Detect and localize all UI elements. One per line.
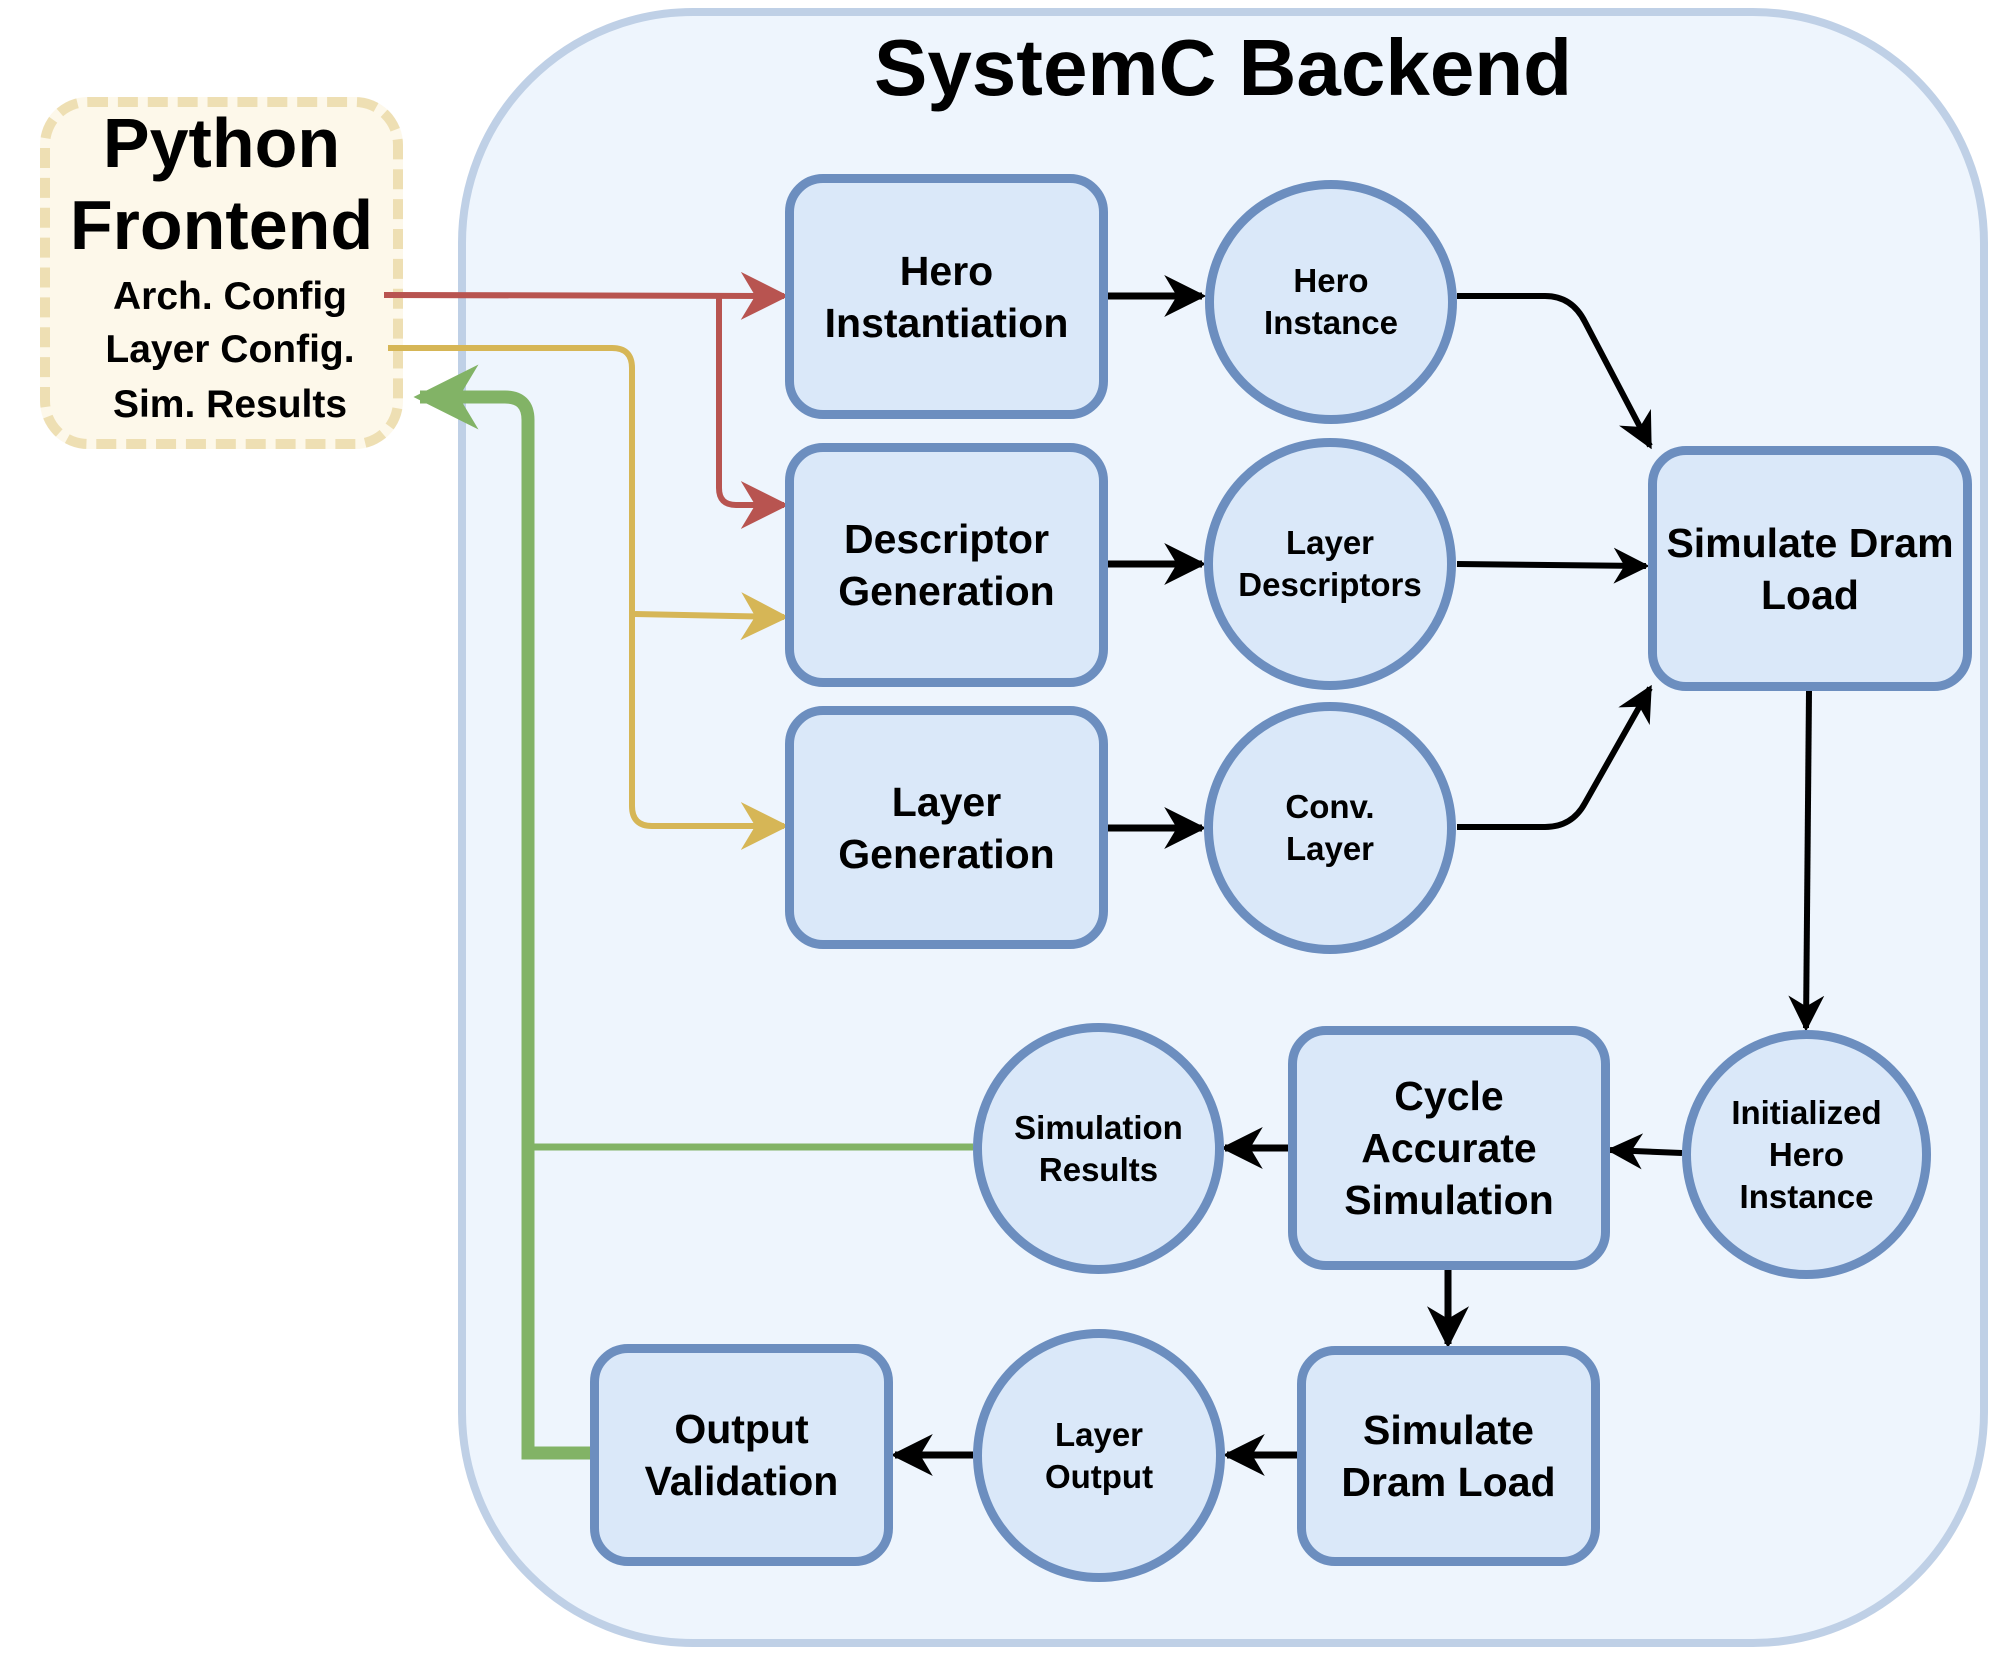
- node-cycle-accurate-simulation-label: Cycle Accurate Simulation: [1344, 1073, 1554, 1223]
- frontend-item-arch-config: Arch. Config: [113, 275, 347, 318]
- edge-hero-instance-to-simulate-dram-load: [1457, 293, 1653, 450]
- node-initialized-hero-instance[interactable]: Initialized Hero Instance: [1682, 1030, 1931, 1279]
- python-frontend-container: [40, 97, 403, 449]
- node-conv-layer[interactable]: Conv. Layer: [1204, 702, 1456, 954]
- edge-simulate-dram-load-to-initialized-hero-instance: [1788, 690, 1825, 1032]
- node-simulate-dram-load-top-label: Simulate Dram Load: [1666, 519, 1954, 618]
- edge-arch-config-to-descriptor-generation: [716, 296, 789, 529]
- systemc-backend-title: SystemC Backend: [873, 23, 1573, 112]
- node-hero-instance-label: Hero Instance: [1264, 262, 1398, 341]
- python-frontend-title: Python Frontend: [40, 102, 403, 266]
- frontend-item-layer-config: Layer Config.: [105, 328, 355, 371]
- node-hero-instantiation[interactable]: Hero Instantiation: [785, 174, 1108, 419]
- python-frontend-title-line2: Frontend: [69, 186, 374, 264]
- node-descriptor-generation-label: Descriptor Generation: [838, 516, 1055, 614]
- node-initialized-hero-instance-label: Initialized Hero Instance: [1731, 1093, 1882, 1215]
- node-simulation-results[interactable]: Simulation Results: [973, 1023, 1224, 1274]
- edge-layer-descriptors-to-simulate-dram-load: [1456, 547, 1650, 584]
- node-output-validation-label: Output Validation: [644, 1406, 839, 1504]
- node-layer-generation[interactable]: Layer Generation: [785, 706, 1108, 949]
- node-descriptor-generation[interactable]: Descriptor Generation: [785, 443, 1108, 687]
- node-cycle-accurate-simulation[interactable]: Cycle Accurate Simulation: [1288, 1026, 1610, 1270]
- node-simulate-dram-load-top[interactable]: Simulate Dram Load: [1648, 446, 1972, 691]
- edge-arch-config-to-hero-instantiation: [383, 271, 789, 320]
- edge-conv-layer-to-simulate-dram-load: [1457, 684, 1653, 830]
- node-layer-output[interactable]: Layer Output: [973, 1329, 1225, 1582]
- node-conv-layer-label: Conv. Layer: [1285, 788, 1375, 867]
- edge-layer-config-to-descriptor-generation: [631, 592, 789, 641]
- node-layer-generation-label: Layer Generation: [838, 778, 1055, 877]
- node-simulate-dram-load-bottom-label: Simulate Dram Load: [1341, 1407, 1556, 1505]
- node-layer-output-label: Layer Output: [1044, 1415, 1154, 1495]
- frontend-item-sim-results: Sim. Results: [112, 383, 348, 426]
- node-output-validation[interactable]: Output Validation: [590, 1344, 893, 1566]
- node-hero-instance[interactable]: Hero Instance: [1205, 180, 1457, 424]
- edge-output-validation-to-sim-results: [413, 364, 590, 1460]
- node-simulation-results-label: Simulation Results: [1014, 1108, 1183, 1188]
- node-layer-descriptors[interactable]: Layer Descriptors: [1204, 438, 1456, 690]
- edge-layer-config-to-layer-generation: [388, 345, 789, 850]
- node-layer-descriptors-label: Layer Descriptors: [1238, 524, 1422, 603]
- node-simulate-dram-load-bottom[interactable]: Simulate Dram Load: [1297, 1346, 1600, 1566]
- python-frontend-title-line1: Python: [102, 104, 341, 182]
- node-hero-instantiation-label: Hero Instantiation: [824, 247, 1069, 346]
- edge-initialized-hero-instance-to-cycle-accurate-simulation: [1606, 1133, 1683, 1170]
